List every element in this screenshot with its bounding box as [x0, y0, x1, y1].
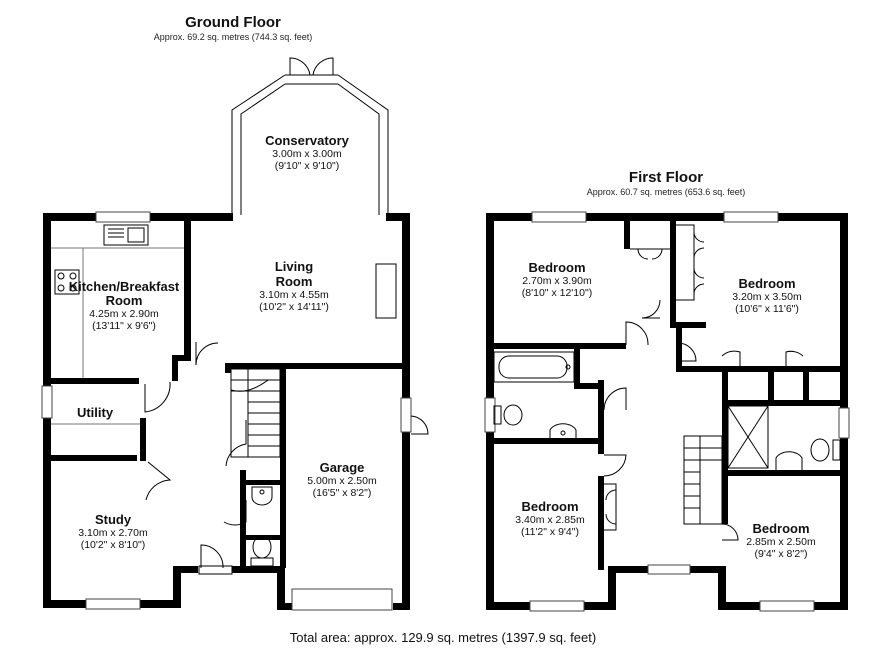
conservatory-label: Conservatory: [265, 133, 350, 148]
ground-floor-stairs: [230, 368, 281, 458]
kitchen-label-2: Room: [106, 293, 143, 308]
bathroom-window: [484, 397, 496, 433]
living-label-2: Room: [276, 274, 313, 289]
first-floor-stairs: [683, 435, 723, 525]
bedroom1-label: Bedroom: [528, 260, 585, 275]
first-floor-plan: First Floor Approx. 60.7 sq. metres (653…: [484, 169, 850, 612]
bedroom1-window: [531, 211, 587, 223]
kitchen-metric: 4.25m x 2.90m: [89, 308, 159, 320]
study-metric: 3.10m x 2.70m: [78, 527, 148, 539]
ground-floor-walls: [43, 213, 410, 610]
garage-door: [291, 588, 393, 611]
conservatory-metric: 3.00m x 3.00m: [272, 148, 342, 160]
living-imperial: (10'2" x 14'11"): [259, 301, 329, 313]
garage-metric: 5.00m x 2.50m: [307, 475, 377, 487]
garage-side-door: [400, 397, 412, 433]
total-area: Total area: approx. 129.9 sq. metres (13…: [290, 630, 596, 645]
first-floor-doors: [603, 299, 804, 541]
ground-floor-title: Ground Floor: [185, 14, 281, 31]
bedroom2-label: Bedroom: [738, 276, 795, 291]
first-floor-area: Approx. 60.7 sq. metres (653.6 sq. feet): [587, 187, 746, 197]
study-label: Study: [95, 512, 132, 527]
ensuite-window: [838, 407, 850, 439]
bedroom2-metric: 3.20m x 3.50m: [732, 291, 802, 303]
ground-floor-plan: Ground Floor Approx. 69.2 sq. metres (74…: [41, 14, 429, 611]
bedroom3-metric: 3.40m x 2.85m: [515, 514, 585, 526]
ensuite-fittings: [727, 405, 841, 470]
bedroom4-label: Bedroom: [752, 521, 809, 536]
garage-label: Garage: [320, 460, 365, 475]
study-window: [85, 598, 141, 610]
kitchen-fittings: [51, 224, 184, 425]
landing-window: [647, 564, 691, 575]
kitchen-label-1: Kitchen/Breakfast: [69, 279, 180, 294]
bedroom3-label: Bedroom: [521, 499, 578, 514]
study-imperial: (10'2" x 8'10"): [81, 539, 146, 551]
ground-floor-doors: [144, 342, 429, 575]
bedroom3-window: [529, 600, 585, 612]
wardrobes: [604, 224, 705, 531]
bathroom-fittings: [493, 351, 577, 438]
conservatory-glazing: [231, 57, 389, 215]
living-fireplace: [375, 263, 397, 319]
bedroom1-metric: 2.70m x 3.90m: [522, 275, 592, 287]
first-floor-title: First Floor: [629, 169, 703, 186]
ground-floor-wc: [250, 486, 274, 567]
living-metric: 3.10m x 4.55m: [259, 289, 329, 301]
bedroom2-imperial: (10'6" x 11'6"): [735, 303, 799, 315]
kitchen-imperial: (13'11" x 9'6"): [92, 320, 156, 332]
bedroom2-window: [723, 211, 779, 223]
bedroom3-imperial: (11'2" x 9'4"): [521, 526, 579, 538]
living-label-1: Living: [275, 259, 313, 274]
bedroom4-window: [759, 600, 815, 612]
conservatory-imperial: (9'10" x 9'10"): [275, 160, 340, 172]
utility-window: [41, 385, 53, 419]
bedroom4-metric: 2.85m x 2.50m: [746, 536, 816, 548]
garage-imperial: (16'5" x 8'2"): [313, 487, 372, 499]
bedroom1-imperial: (8'10" x 12'10"): [522, 287, 592, 299]
ground-floor-area: Approx. 69.2 sq. metres (744.3 sq. feet): [154, 32, 313, 42]
utility-label: Utility: [77, 405, 114, 420]
kitchen-window: [95, 211, 151, 223]
bedroom4-imperial: (9'4" x 8'2"): [755, 548, 808, 560]
